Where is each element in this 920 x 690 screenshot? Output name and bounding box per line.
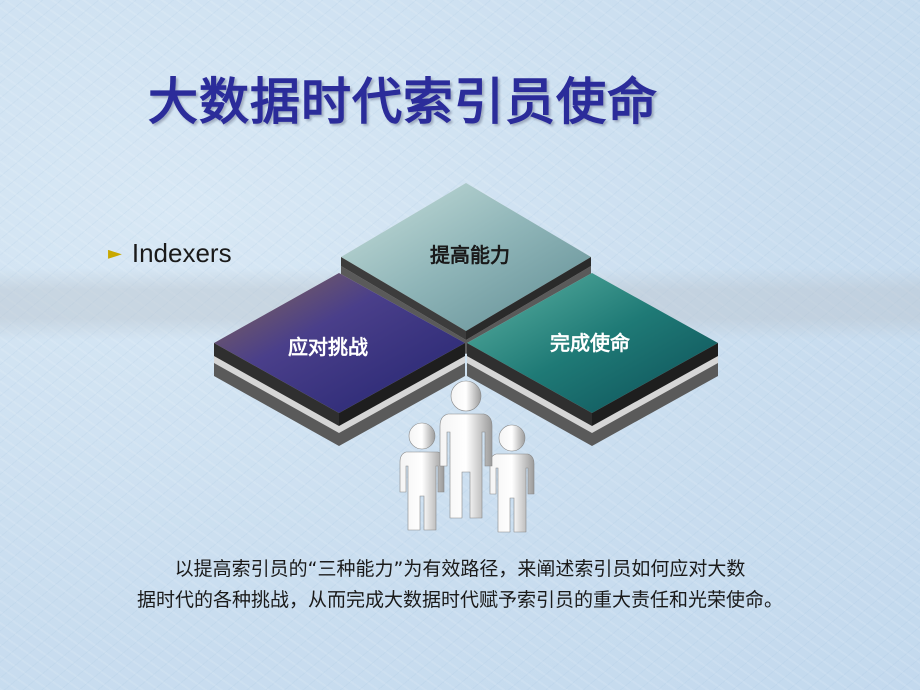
ability-diagram: 提高能力 应对挑战 完成使命: [214, 183, 718, 533]
triangle-right-icon: ►: [108, 242, 122, 264]
tile-left: 应对挑战: [214, 273, 465, 446]
tile-right: 完成使命: [467, 273, 718, 446]
slide-title: 大数据时代索引员使命: [148, 72, 658, 131]
caption-line-2: 据时代的各种挑战，从而完成大数据时代赋予索引员的重大责任和光荣使命。: [136, 589, 783, 611]
caption-text: 以提高索引员的“三种能力”为有效路径，来阐述索引员如何应对大数 据时代的各种挑战…: [60, 554, 860, 616]
tile-right-label: 完成使命: [550, 331, 631, 355]
caption-line-1: 以提高索引员的“三种能力”为有效路径，来阐述索引员如何应对大数: [174, 558, 746, 580]
tile-left-label: 应对挑战: [288, 335, 368, 359]
bullet-text: Indexers: [131, 237, 232, 268]
bullet-item: ► Indexers: [108, 236, 232, 270]
people-group-icon: [399, 380, 535, 533]
tile-top-label: 提高能力: [430, 243, 510, 267]
